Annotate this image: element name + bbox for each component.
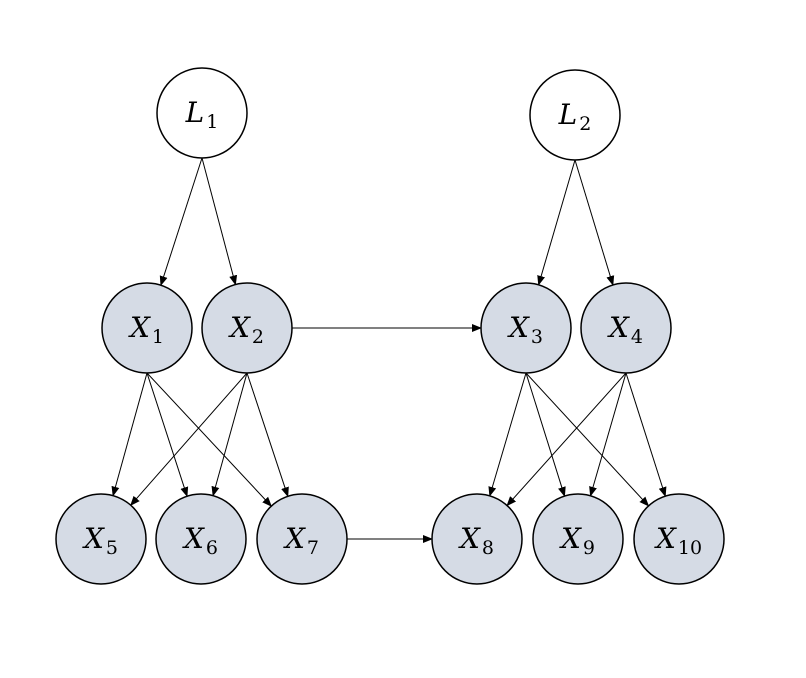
node-letter: X (182, 522, 205, 555)
edge-l2-x4 (574, 159, 615, 286)
node-subscript: 2 (579, 113, 591, 135)
edge-x1-x6 (146, 372, 189, 498)
node-letter: X (458, 522, 481, 555)
node-circle-x9 (532, 493, 624, 585)
node-letter: X (559, 522, 582, 555)
node-subscript: 2 (252, 326, 264, 348)
node-circle-x3 (480, 282, 572, 374)
node-subscript: 9 (583, 537, 595, 559)
node-subscript: 3 (531, 326, 543, 348)
node-letter: X (82, 522, 105, 555)
node-subscript: 8 (482, 537, 494, 559)
node-circle-x5 (55, 493, 147, 585)
node-subscript: 1 (152, 326, 164, 348)
node-circle-x4 (580, 282, 672, 374)
node-circle-l1 (156, 67, 248, 159)
node-circle-x7 (256, 493, 348, 585)
edge-x4-x9 (589, 372, 627, 497)
node-circle-x1 (101, 282, 193, 374)
edge-x3-x8 (488, 372, 527, 497)
edge-x4-x8 (506, 372, 627, 507)
edge-l1-x1 (159, 157, 203, 287)
node-letter: X (507, 311, 530, 344)
edge-x3-x10 (525, 372, 650, 507)
node-letter: X (654, 522, 677, 555)
node-circle-x2 (201, 282, 293, 374)
edge-x2-x5 (130, 372, 248, 506)
node-circle-x8 (431, 493, 523, 585)
node-letter: X (607, 311, 630, 344)
edges-layer (111, 157, 667, 543)
node-circle-x6 (155, 493, 247, 585)
node-subscript: 4 (631, 326, 643, 348)
node-letter: X (283, 522, 306, 555)
node-circle-l2 (529, 69, 621, 161)
node-subscript: 1 (206, 111, 218, 133)
node-letter: L (185, 96, 205, 129)
node-subscript: 10 (678, 537, 702, 559)
edge-x1-x5 (111, 372, 148, 497)
node-subscript: 7 (307, 537, 319, 559)
node-subscript: 5 (106, 537, 118, 559)
edge-x2-x6 (211, 372, 248, 497)
node-letter: L (558, 98, 578, 131)
node-circle-x10 (633, 493, 725, 585)
node-subscript: 6 (206, 537, 218, 559)
edge-x2-x7 (246, 372, 289, 498)
node-letter: X (228, 311, 251, 344)
edge-x3-x9 (525, 372, 566, 498)
edge-l2-x3 (537, 159, 576, 286)
edge-x4-x10 (625, 372, 667, 498)
edge-x1-x7 (146, 372, 272, 507)
edge-l1-x2 (201, 157, 238, 286)
node-letter: X (128, 311, 151, 344)
